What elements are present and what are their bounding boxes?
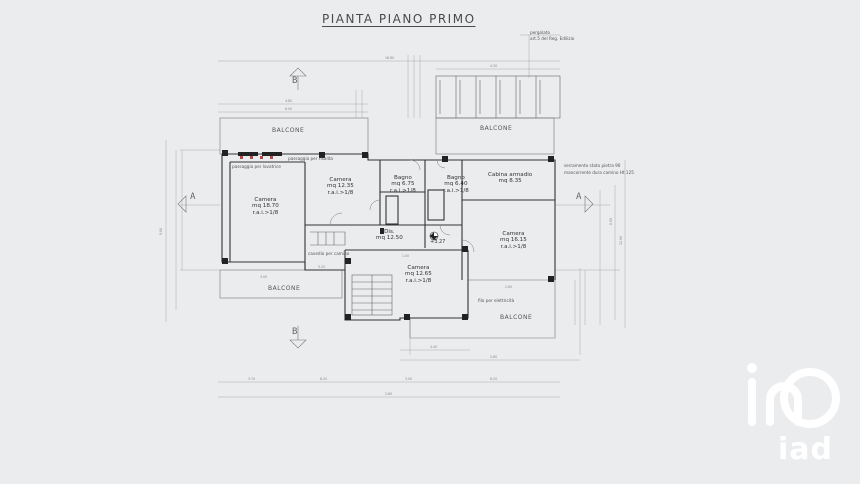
drawing-title: PIANTA PIANO PRIMO [322, 12, 476, 26]
iad-logo-icon [747, 363, 840, 428]
dim-text: 3.70 [248, 377, 255, 381]
dim-text: 6.00 [285, 107, 292, 111]
note-pergola: pergolato [530, 30, 551, 35]
dim-text: 2.60 [385, 392, 392, 396]
room-ratio: r.a.i.>1/8 [500, 243, 527, 250]
room-label-camera-1: Camera mq 18.70 r.a.i.>1/8 [252, 197, 279, 216]
room-area: mq 8.35 [498, 178, 522, 185]
room-ratio: r.a.i.>1/8 [443, 187, 469, 194]
iad-logo-text: iad [778, 432, 834, 467]
room-area: mq 12.65 [405, 271, 432, 278]
note-elettricita: filo per elettricità [478, 298, 515, 303]
dim-text: 8.20 [490, 377, 497, 381]
section-markers [177, 67, 594, 349]
dim-text: 3.00 [260, 275, 267, 279]
room-name: Dis. [384, 229, 395, 235]
room-area: mq 6.40 [444, 181, 468, 188]
dimension-lines [165, 34, 626, 398]
dim-text: 8.00 [609, 218, 613, 225]
room-label-cabina-armadio: Cabina armadio mq 8.35 [488, 172, 532, 185]
note-passage-1: passaggio per risalita [288, 156, 333, 161]
pillars [222, 150, 554, 320]
balcony-label: BALCONE [480, 125, 513, 132]
note-mancorrente: mancorrente dura camino Ht 125 [564, 170, 634, 175]
room-name: Camera [407, 265, 430, 271]
room-area: mq 12.35 [327, 183, 354, 190]
room-ratio: r.a.i.>1/8 [327, 189, 354, 196]
dim-text: 4.40 [430, 345, 437, 349]
room-ratio: r.a.i.>1/8 [252, 209, 279, 216]
room-area: mq 6.75 [391, 181, 415, 188]
room-label-bagno-2: Bagno mq 6.40 r.a.i.>1/8 [443, 175, 469, 194]
room-name: Bagno [447, 175, 465, 181]
room-label-camera-3: Camera mq 16.15 r.a.i.>1/8 [500, 231, 527, 250]
note-passage-2: passaggio per lavatrice [232, 164, 281, 169]
note-serramento: serramento stato pietra 90 [564, 163, 621, 168]
dim-text: 4.80 [285, 99, 292, 103]
room-name: Cabina armadio [488, 172, 533, 178]
room-label-camera-4: Camera mq 12.65 r.a.i.>1/8 [405, 265, 432, 284]
staircase [310, 231, 393, 316]
room-area: mq 16.15 [500, 237, 527, 244]
balcony-label: BALCONE [500, 314, 533, 321]
room-ratio: r.a.i.>1/8 [390, 187, 416, 194]
dim-text: 16.80 [385, 56, 394, 60]
balcony-outlines [219, 117, 556, 339]
room-label-bagno-1: Bagno mq 6.75 r.a.i.>1/8 [390, 175, 416, 194]
section-mark-b-top: B [292, 76, 298, 86]
note-cavedio: cavedio per camino [308, 251, 350, 256]
note-reg-edilizio: art.5 del Reg. Edilizio [530, 36, 575, 41]
dim-text: 6.20 [320, 377, 327, 381]
dim-text: 2.60 [505, 285, 512, 289]
room-name: Bagno [394, 175, 412, 181]
room-name: Camera [502, 231, 525, 237]
dim-text: 9.80 [159, 228, 163, 235]
dim-text: 1.00 [402, 254, 409, 258]
dim-text: 3.20 [318, 265, 325, 269]
balcony-label: BALCONE [268, 285, 301, 292]
balcony-label: BALCONE [272, 127, 305, 134]
iad-logo [740, 362, 844, 466]
dim-text: 2.60 [490, 355, 497, 359]
door-swings [329, 159, 475, 253]
section-mark-a-right: A [576, 192, 582, 202]
wall-markers [240, 156, 273, 159]
dim-text: 3.00 [405, 377, 412, 381]
level-mark: +3.27 [430, 239, 446, 245]
dim-text: 12.80 [619, 236, 623, 245]
room-area: mq 12.50 [376, 235, 403, 242]
dimension-values: 16.80 4.80 6.00 4.30 3.70 6.20 3.00 8.20… [159, 56, 623, 396]
level-mark-icon [429, 231, 439, 241]
room-name: Camera [254, 197, 277, 203]
dim-text: 4.30 [490, 64, 497, 68]
section-mark-b-bottom: B [292, 327, 298, 337]
room-name: Camera [329, 177, 352, 183]
room-ratio: r.a.i.>1/8 [405, 277, 432, 284]
pergola [435, 75, 561, 119]
section-mark-a-left: A [190, 192, 196, 202]
room-area: mq 18.70 [252, 203, 279, 210]
room-label-dis: Dis. mq 12.50 [376, 229, 403, 242]
room-label-camera-2: Camera mq 12.35 r.a.i.>1/8 [327, 177, 354, 196]
